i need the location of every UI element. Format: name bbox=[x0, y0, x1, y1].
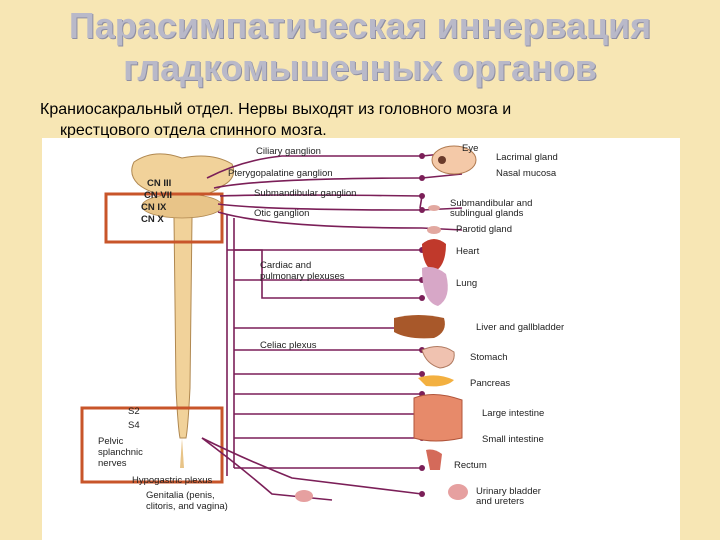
slide-title-line2: гладкомышечных органов bbox=[0, 48, 720, 88]
pterygopalatine-ganglion-label: Pterygopalatine ganglion bbox=[228, 168, 333, 179]
submandibular-gland-icon bbox=[428, 205, 440, 211]
parotid-gland-icon bbox=[427, 226, 441, 234]
pelvic-nerves-label-1: Pelvic bbox=[98, 436, 124, 447]
hypogastric-plexus-label: Hypogastric plexus bbox=[132, 475, 213, 486]
parotid-gland-label: Parotid gland bbox=[456, 224, 512, 235]
pelvic-nerves-label-3: nerves bbox=[98, 458, 127, 469]
pancreas-icon bbox=[418, 375, 454, 386]
genitalia-icon bbox=[295, 490, 313, 502]
cardiac-plexus-label-2: pulmonary plexuses bbox=[260, 271, 345, 282]
celiac-plexus-label: Celiac plexus bbox=[260, 340, 317, 351]
subtitle-line1: Краниосакральный отдел. Нервы выходят из… bbox=[40, 99, 700, 120]
diagram-svg: CN III CN VII CN IX CN X Ciliary ganglio… bbox=[42, 138, 680, 512]
nasal-mucosa-label: Nasal mucosa bbox=[496, 168, 557, 179]
slide-title-line1: Парасимпатическая иннервация bbox=[0, 6, 720, 46]
lung-icon bbox=[422, 267, 448, 306]
submandibular-ganglion-label: Submandibular ganglion bbox=[254, 188, 356, 199]
rectum-icon bbox=[426, 450, 442, 471]
stomach-icon bbox=[422, 346, 454, 368]
organ-illustrations bbox=[295, 146, 476, 502]
bladder-icon bbox=[448, 484, 468, 500]
s4-label: S4 bbox=[128, 420, 140, 431]
genitalia-label-2: clitoris, and vagina) bbox=[146, 501, 228, 512]
large-intestine-label: Large intestine bbox=[482, 408, 544, 419]
pelvic-nerves-label-2: splanchnic bbox=[98, 447, 143, 458]
urinary-bladder-label-2: and ureters bbox=[476, 496, 524, 507]
genitalia-label-1: Genitalia (penis, bbox=[146, 490, 215, 501]
pancreas-label: Pancreas bbox=[470, 378, 510, 389]
intestine-icon bbox=[414, 394, 462, 441]
s2-label: S2 bbox=[128, 406, 140, 417]
cn-ix-label: CN IX bbox=[141, 202, 167, 213]
otic-ganglion-label: Otic ganglion bbox=[254, 208, 309, 219]
parasympathetic-diagram: CN III CN VII CN IX CN X Ciliary ganglio… bbox=[42, 138, 680, 512]
stomach-label: Stomach bbox=[470, 352, 508, 363]
eye-icon bbox=[438, 156, 446, 164]
cn-vii-label: CN VII bbox=[144, 190, 172, 201]
cn-iii-label: CN III bbox=[147, 178, 171, 189]
eye-label: Eye bbox=[462, 143, 478, 154]
liver-label: Liver and gallbladder bbox=[476, 322, 564, 333]
heart-label: Heart bbox=[456, 246, 480, 257]
lung-label: Lung bbox=[456, 278, 477, 289]
heart-icon bbox=[422, 239, 446, 272]
ciliary-ganglion-label: Ciliary ganglion bbox=[256, 146, 321, 157]
lacrimal-gland-label: Lacrimal gland bbox=[496, 152, 558, 163]
small-intestine-label: Small intestine bbox=[482, 434, 544, 445]
liver-icon bbox=[394, 315, 445, 338]
submandibular-glands-label-2: sublingual glands bbox=[450, 208, 524, 219]
cardiac-plexus-label-1: Cardiac and bbox=[260, 260, 311, 271]
rectum-label: Rectum bbox=[454, 460, 487, 471]
cn-x-label: CN X bbox=[141, 214, 164, 225]
slide-subtitle: Краниосакральный отдел. Нервы выходят из… bbox=[40, 99, 700, 141]
figure-bottom-margin bbox=[42, 512, 680, 540]
